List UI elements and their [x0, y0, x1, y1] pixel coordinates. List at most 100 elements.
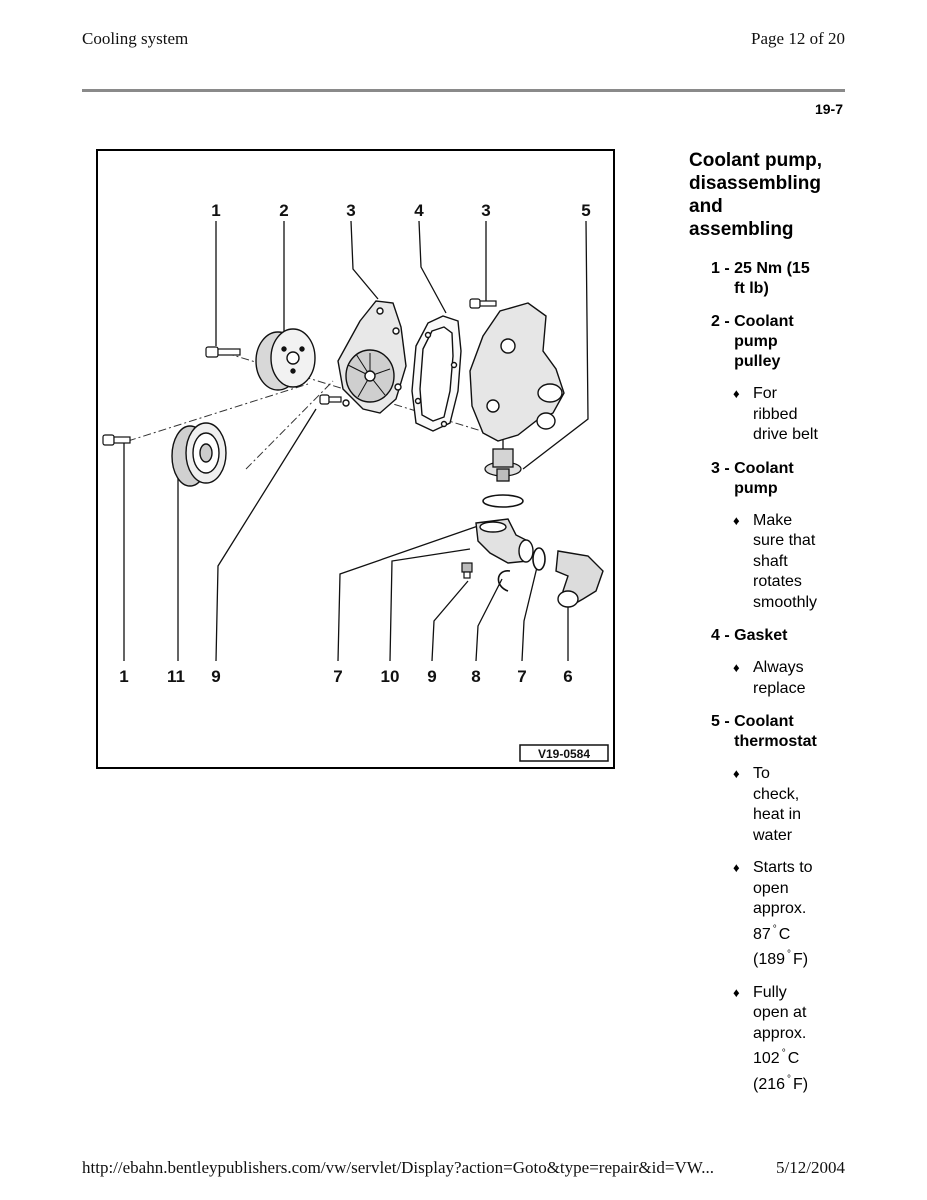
document-number: 19-7: [814, 101, 843, 117]
bullet-text-line: Fully: [753, 983, 787, 1001]
leader-10: [389, 548, 471, 662]
leader-7a: [337, 525, 479, 662]
crank-pulley-icon: [171, 422, 227, 487]
bullet-text-line: shaft: [753, 552, 788, 570]
bullet-text-line: approx.: [753, 900, 807, 917]
bullet-text-line: open at: [753, 1004, 807, 1021]
callout-11: 11: [167, 667, 185, 686]
temperature-unit: F): [793, 951, 809, 968]
leader-4: [418, 220, 447, 314]
item-label: pump: [734, 333, 778, 350]
diamond-bullet-icon: ♦: [733, 860, 740, 875]
item-number: 4 -: [711, 627, 735, 644]
temperature-unit: C: [778, 925, 791, 943]
bullet-text-line: open: [753, 879, 789, 897]
retaining-clip-icon: [497, 570, 511, 592]
bullet-text-line: For: [753, 385, 777, 402]
coolant-flange-icon: [475, 518, 534, 564]
degree-symbol: °: [781, 1048, 786, 1059]
pump-pulley-icon: [255, 328, 316, 391]
leader-3a: [350, 220, 379, 300]
temperature-value: 102°C: [753, 1044, 849, 1070]
item-label: ft lb): [734, 280, 769, 297]
temperature-number: (216: [753, 1075, 786, 1093]
bullet-text-line: drive belt: [753, 426, 818, 443]
callout-3b: 3: [481, 201, 490, 220]
plug-9-icon: [461, 562, 473, 579]
bullet-text-line: smoothly: [753, 593, 818, 611]
temperature-value: (216°F): [753, 1070, 849, 1096]
temperature-unit: C: [787, 1050, 800, 1067]
list-item: 5 - Coolant thermostat ♦ To check, heat in wat…: [711, 712, 849, 1095]
item-label: Coolant: [734, 313, 794, 330]
item-label: Coolant: [734, 459, 794, 477]
bullet-text-line: check,: [753, 785, 800, 803]
temperature-number: 102: [753, 1050, 780, 1067]
figure-label: V19-0584: [538, 747, 590, 761]
temperature-value: (189°F): [753, 945, 849, 971]
item-label: Coolant: [734, 713, 794, 730]
header-page-number: Page 12 of 20: [751, 29, 845, 48]
item-label: pump: [734, 479, 778, 497]
bullet-text-line: Make: [753, 511, 793, 529]
leader-5: [522, 220, 589, 470]
temperature-number: 87: [753, 925, 771, 943]
bullet-text-line: heat in: [753, 806, 802, 823]
o-ring-2-icon: [532, 547, 546, 571]
section-title-line: Coolant pump,: [689, 150, 822, 171]
callout-8: 8: [471, 667, 480, 686]
bullet-text-line: replace: [753, 679, 806, 697]
coolant-pump-icon: [337, 300, 407, 414]
footer-url: http://ebahn.bentleypublishers.com/vw/se…: [82, 1158, 714, 1177]
callout-4: 4: [414, 201, 424, 220]
callout-7a: 7: [333, 667, 342, 686]
gasket-icon: [411, 315, 462, 432]
callout-10: 10: [381, 667, 400, 686]
bullet-text-line: To: [753, 765, 770, 782]
callout-9b: 9: [427, 667, 436, 686]
item-number: 5 -: [711, 713, 735, 730]
degree-symbol: °: [787, 949, 792, 960]
thermostat-icon: [484, 439, 522, 482]
exploded-diagram: 1 2 3 4 3 5 1 11 9 7 10 9 8 7 6 V19-0584: [96, 149, 615, 769]
bullet-text-line: Starts to: [753, 859, 813, 876]
bullet-text-line: approx.: [753, 1024, 807, 1042]
leader-9a: [215, 408, 317, 662]
o-ring-icon: [482, 494, 524, 508]
item-heading: 4 - Gasket: [711, 626, 849, 646]
section-title-line: disassembling: [689, 173, 821, 194]
figure-label-box: [519, 744, 609, 762]
item-number: 2 -: [711, 313, 735, 330]
leader-9b: [431, 580, 469, 662]
callout-1-bottom: 1: [119, 667, 128, 686]
bolt-1-icon: [205, 346, 241, 358]
bullet-text-line: water: [753, 826, 793, 844]
footer-date: 5/12/2004: [776, 1158, 845, 1177]
leader-8: [475, 578, 503, 662]
degree-symbol: °: [772, 923, 777, 935]
leader-7b: [521, 562, 539, 662]
diamond-bullet-icon: ♦: [733, 386, 740, 401]
callout-9a: 9: [211, 667, 220, 686]
item-label: thermostat: [734, 733, 817, 750]
callout-5: 5: [581, 201, 590, 220]
degree-symbol: °: [787, 1073, 792, 1085]
callout-7b: 7: [517, 667, 526, 686]
diamond-bullet-icon: ♦: [733, 512, 740, 528]
bolt-3-icon: [469, 298, 497, 309]
bolt-1-left-icon: [102, 434, 131, 446]
temperature-number: (189: [753, 951, 786, 968]
